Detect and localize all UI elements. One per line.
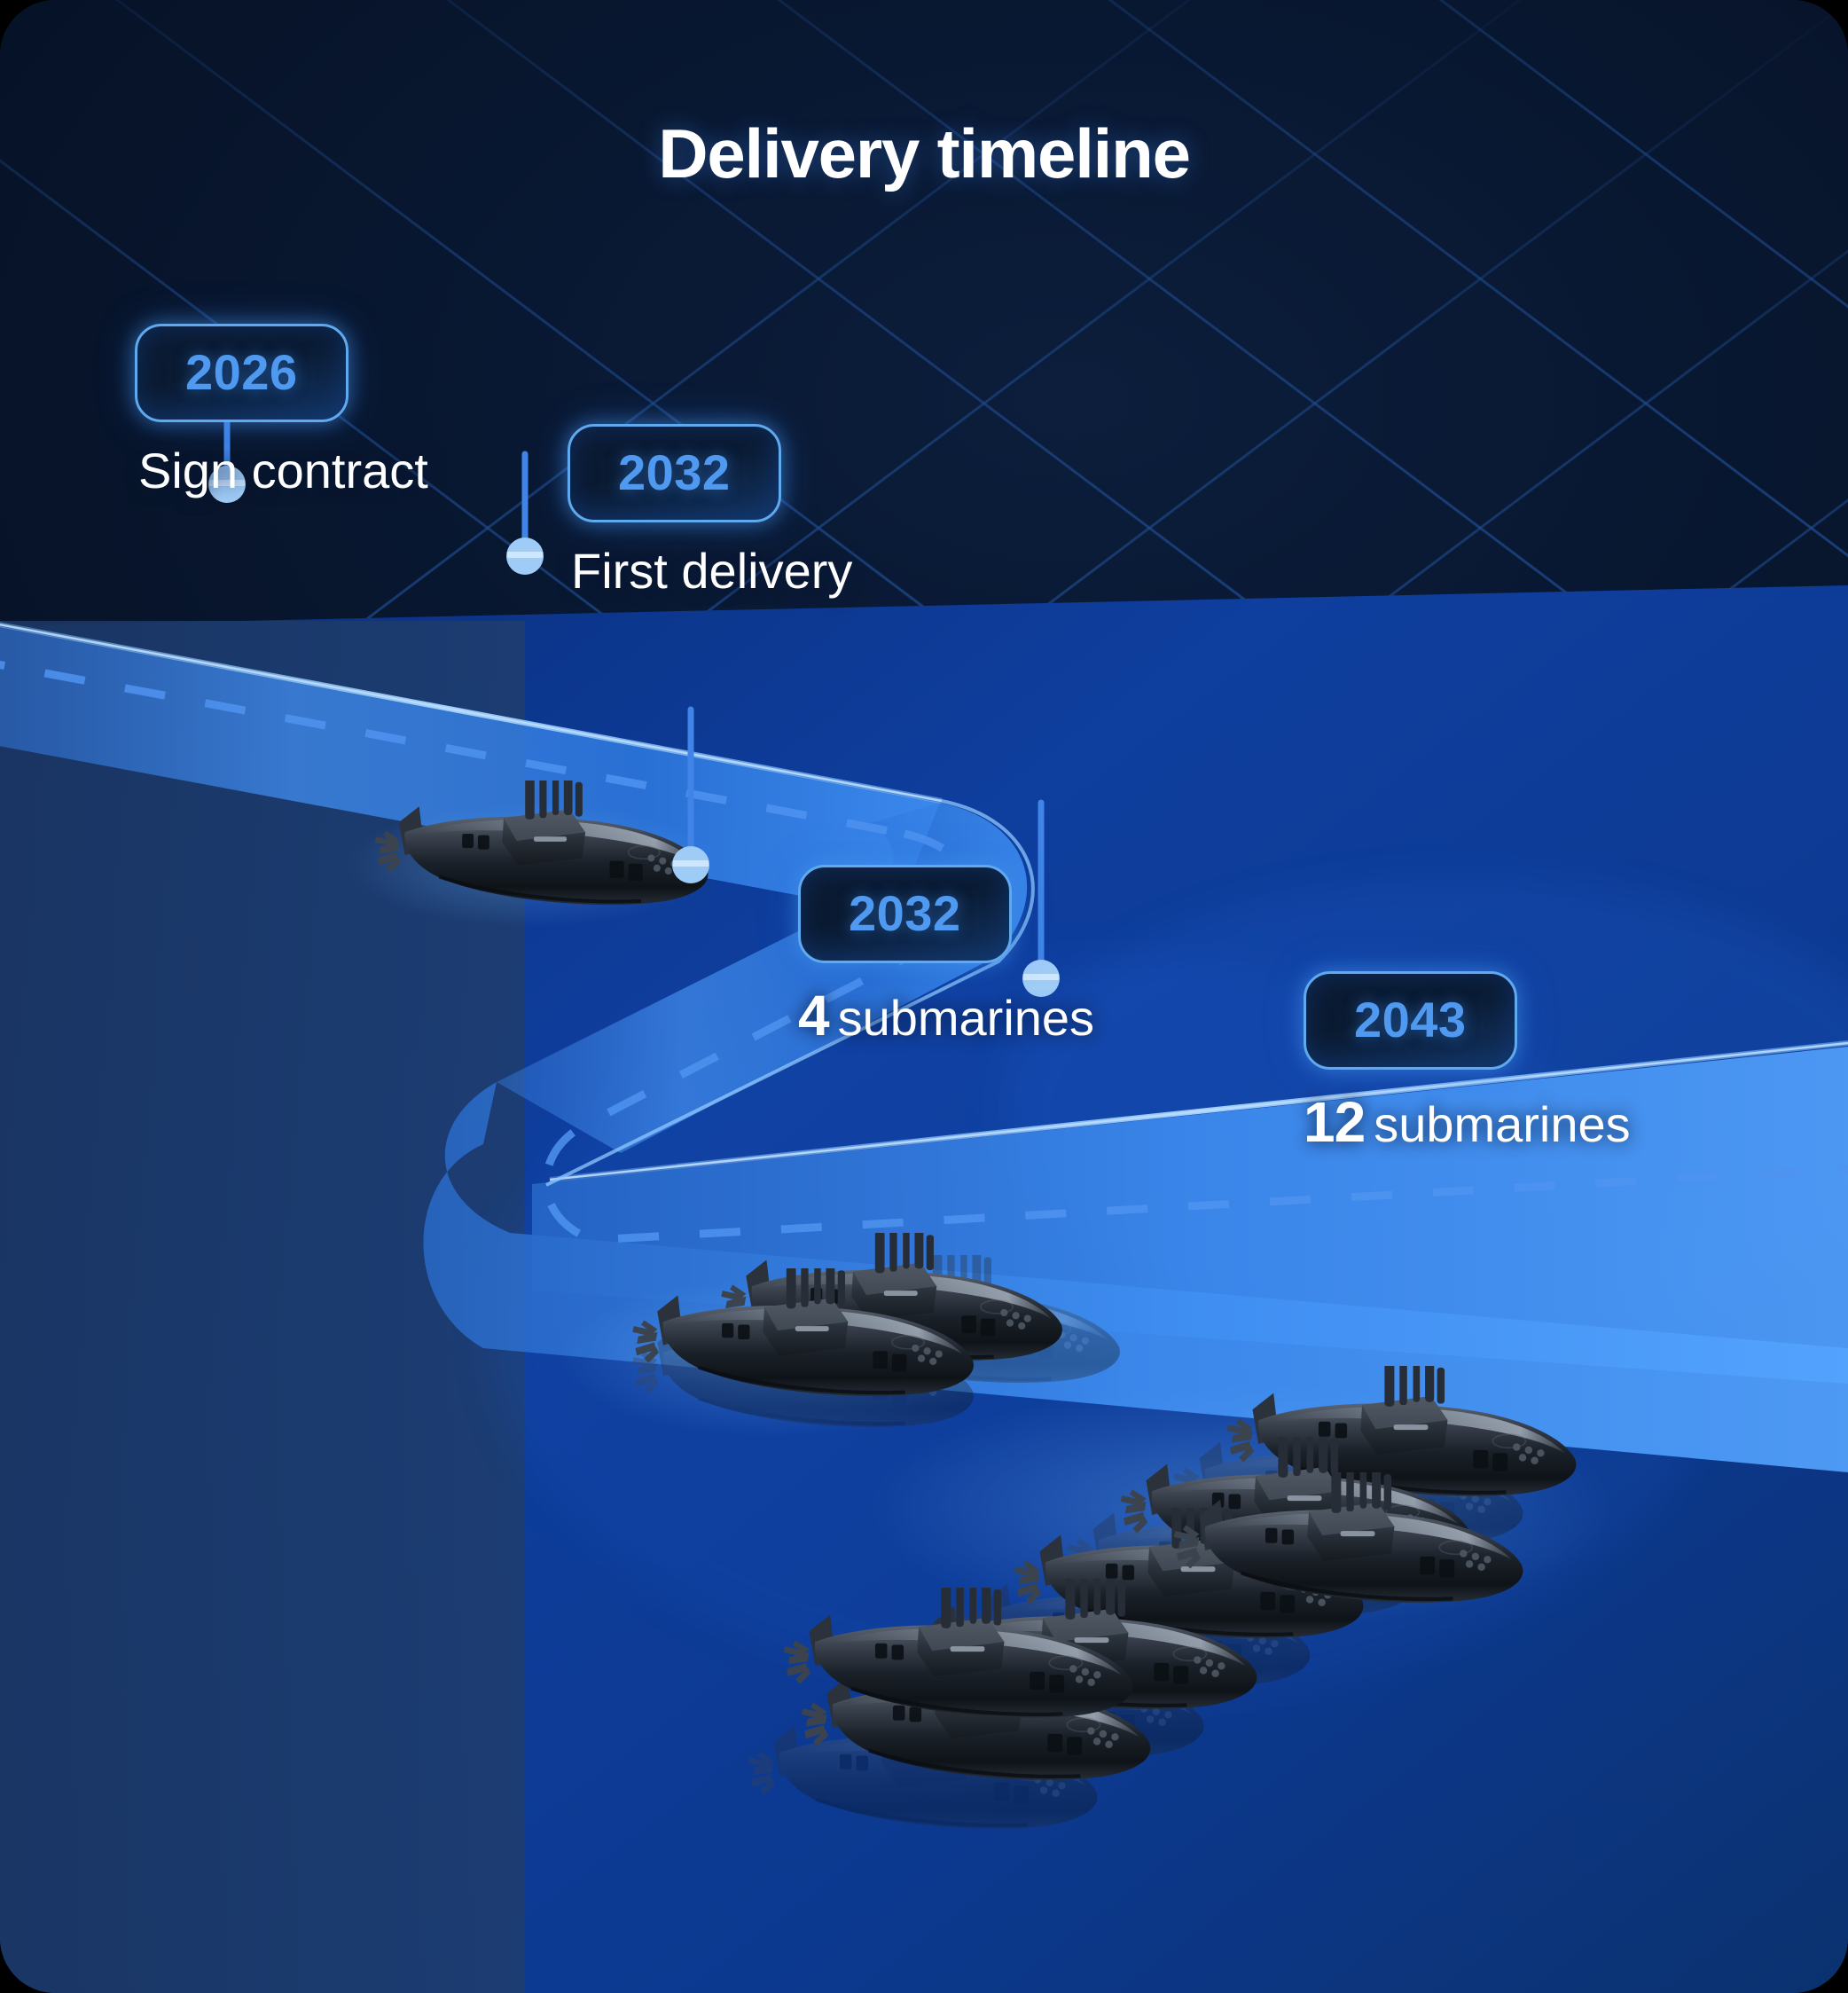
timeline-node-first-delivery[interactable]: 2032 First delivery	[568, 424, 852, 598]
node-caption: First delivery	[568, 545, 852, 598]
ribbon-dash-lower	[542, 829, 1848, 1244]
page-title: Delivery timeline	[658, 114, 1191, 192]
caption-word: submarines	[837, 990, 1095, 1046]
caption-word: First delivery	[571, 543, 853, 599]
year-label: 2026	[185, 344, 298, 400]
year-badge-2043[interactable]: 2043	[1304, 971, 1517, 1070]
year-badge-2032-four[interactable]: 2032	[798, 865, 1012, 963]
caption-count: 4	[798, 984, 830, 1048]
year-badge-2026[interactable]: 2026	[135, 324, 348, 422]
caption-word: Sign contract	[138, 443, 428, 498]
year-label: 2032	[849, 885, 961, 941]
caption-count: 12	[1304, 1090, 1366, 1154]
timeline-markers	[208, 466, 1060, 997]
year-badge-2032-first[interactable]: 2032	[568, 424, 781, 522]
caption-word: submarines	[1374, 1096, 1631, 1152]
year-label: 2032	[618, 444, 731, 500]
node-caption: Sign contract	[135, 443, 428, 498]
timeline-node-sign-contract[interactable]: 2026 Sign contract	[135, 324, 428, 498]
year-label: 2043	[1354, 992, 1467, 1048]
